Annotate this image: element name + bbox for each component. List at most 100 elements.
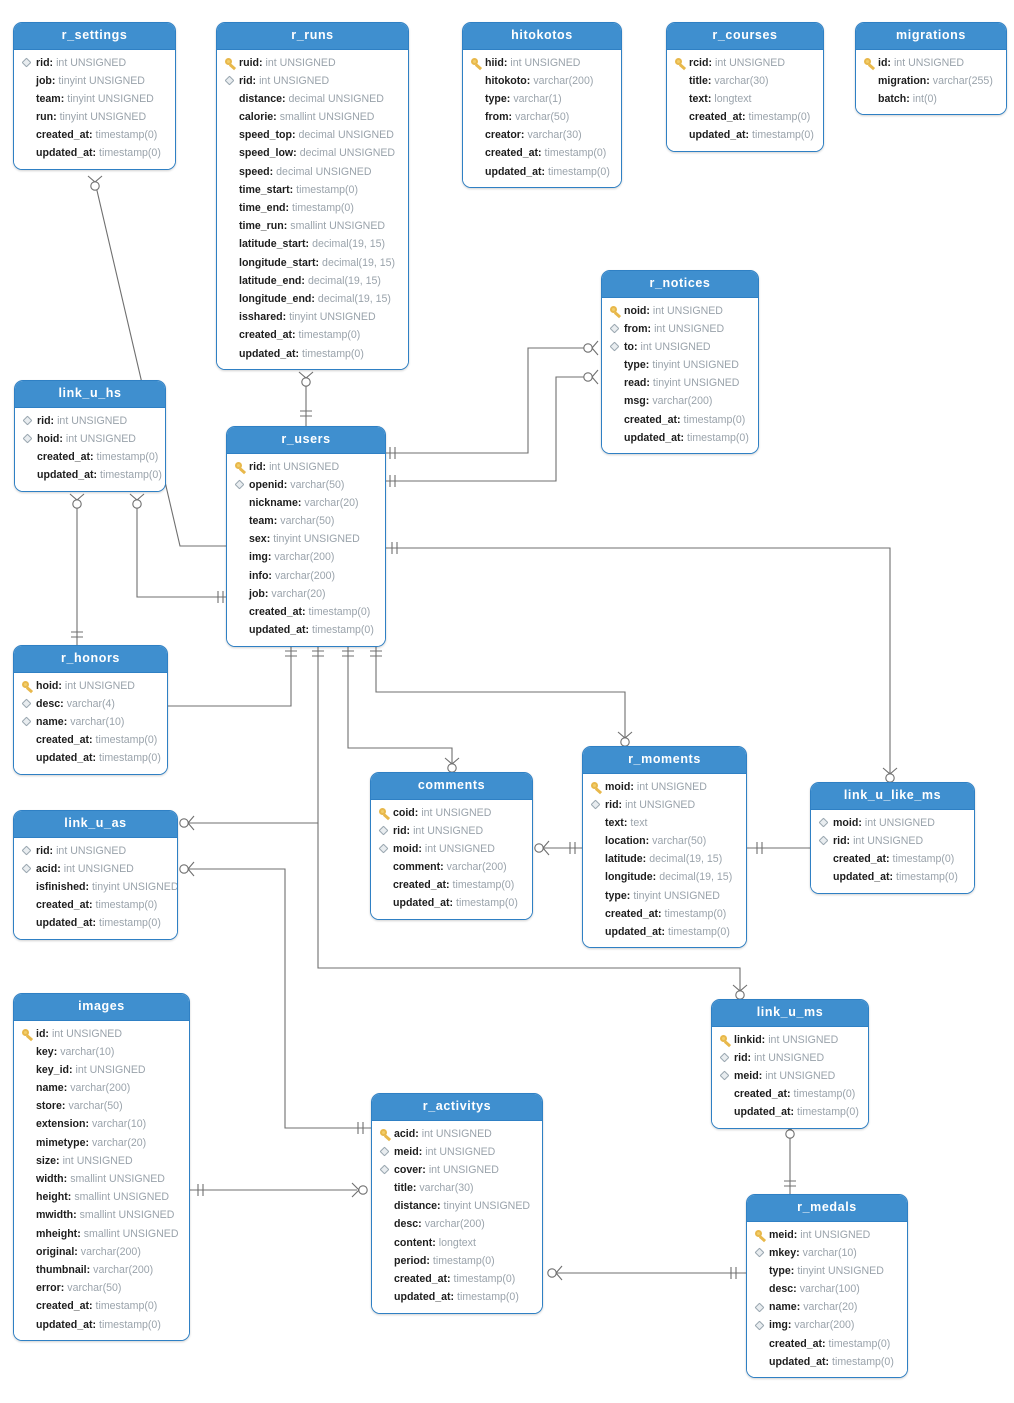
- column-row[interactable]: time_run:smallint UNSIGNED: [217, 217, 408, 235]
- column-row[interactable]: created_at:timestamp(0): [15, 448, 165, 466]
- column-row[interactable]: speed_low:decimal UNSIGNED: [217, 145, 408, 163]
- column-row[interactable]: updated_at:timestamp(0): [747, 1353, 907, 1371]
- column-row[interactable]: coid:int UNSIGNED: [371, 804, 532, 822]
- column-row[interactable]: store:varchar(50): [14, 1098, 189, 1116]
- column-row[interactable]: isfinished:tinyint UNSIGNED: [14, 878, 177, 896]
- column-row[interactable]: updated_at:timestamp(0): [14, 145, 175, 163]
- column-row[interactable]: longitude:decimal(19, 15): [583, 869, 746, 887]
- column-row[interactable]: time_start:timestamp(0): [217, 181, 408, 199]
- column-row[interactable]: meid:int UNSIGNED: [747, 1226, 907, 1244]
- column-row[interactable]: run:tinyint UNSIGNED: [14, 108, 175, 126]
- column-row[interactable]: created_at:timestamp(0): [602, 411, 758, 429]
- column-row[interactable]: created_at:timestamp(0): [14, 127, 175, 145]
- column-row[interactable]: created_at:timestamp(0): [583, 905, 746, 923]
- column-row[interactable]: created_at:timestamp(0): [217, 327, 408, 345]
- column-row[interactable]: acid:int UNSIGNED: [14, 860, 177, 878]
- column-row[interactable]: hoid:int UNSIGNED: [15, 430, 165, 448]
- column-row[interactable]: team:tinyint UNSIGNED: [14, 90, 175, 108]
- column-row[interactable]: meid:int UNSIGNED: [712, 1067, 868, 1085]
- column-row[interactable]: type:tinyint UNSIGNED: [602, 356, 758, 374]
- column-row[interactable]: updated_at:timestamp(0): [14, 1316, 189, 1334]
- column-row[interactable]: mimetype:varchar(20): [14, 1134, 189, 1152]
- column-row[interactable]: updated_at:timestamp(0): [371, 895, 532, 913]
- column-row[interactable]: info:varchar(200): [227, 567, 385, 585]
- column-row[interactable]: extension:varchar(10): [14, 1116, 189, 1134]
- column-row[interactable]: sex:tinyint UNSIGNED: [227, 531, 385, 549]
- column-row[interactable]: updated_at:timestamp(0): [14, 915, 177, 933]
- column-row[interactable]: key:varchar(10): [14, 1043, 189, 1061]
- column-row[interactable]: type:tinyint UNSIGNED: [583, 887, 746, 905]
- column-row[interactable]: text:longtext: [667, 90, 823, 108]
- column-row[interactable]: openid:varchar(50): [227, 476, 385, 494]
- column-row[interactable]: cover:int UNSIGNED: [372, 1161, 542, 1179]
- column-row[interactable]: longitude_start:decimal(19, 15): [217, 254, 408, 272]
- column-row[interactable]: updated_at:timestamp(0): [372, 1288, 542, 1306]
- column-row[interactable]: desc:varchar(4): [14, 695, 167, 713]
- column-row[interactable]: from:int UNSIGNED: [602, 320, 758, 338]
- column-row[interactable]: location:varchar(50): [583, 832, 746, 850]
- column-row[interactable]: title:varchar(30): [667, 72, 823, 90]
- column-row[interactable]: id:int UNSIGNED: [14, 1025, 189, 1043]
- column-row[interactable]: to:int UNSIGNED: [602, 338, 758, 356]
- column-row[interactable]: mkey:varchar(10): [747, 1244, 907, 1262]
- column-row[interactable]: latitude_start:decimal(19, 15): [217, 236, 408, 254]
- column-row[interactable]: time_end:timestamp(0): [217, 199, 408, 217]
- column-row[interactable]: created_at:timestamp(0): [371, 877, 532, 895]
- column-row[interactable]: updated_at:timestamp(0): [15, 466, 165, 484]
- column-row[interactable]: created_at:timestamp(0): [747, 1335, 907, 1353]
- column-row[interactable]: error:varchar(50): [14, 1279, 189, 1297]
- column-row[interactable]: meid:int UNSIGNED: [372, 1143, 542, 1161]
- column-row[interactable]: updated_at:timestamp(0): [667, 127, 823, 145]
- column-row[interactable]: title:varchar(30): [372, 1179, 542, 1197]
- column-row[interactable]: type:varchar(1): [463, 90, 621, 108]
- column-row[interactable]: distance:decimal UNSIGNED: [217, 90, 408, 108]
- column-row[interactable]: type:tinyint UNSIGNED: [747, 1262, 907, 1280]
- column-row[interactable]: noid:int UNSIGNED: [602, 302, 758, 320]
- column-row[interactable]: moid:int UNSIGNED: [583, 778, 746, 796]
- column-row[interactable]: updated_at:timestamp(0): [463, 163, 621, 181]
- column-row[interactable]: linkid:int UNSIGNED: [712, 1031, 868, 1049]
- column-row[interactable]: created_at:timestamp(0): [14, 896, 177, 914]
- column-row[interactable]: batch:int(0): [856, 90, 1006, 108]
- column-row[interactable]: height:smallint UNSIGNED: [14, 1188, 189, 1206]
- column-row[interactable]: rid:int UNSIGNED: [811, 832, 974, 850]
- column-row[interactable]: msg:varchar(200): [602, 393, 758, 411]
- column-row[interactable]: created_at:timestamp(0): [463, 145, 621, 163]
- column-row[interactable]: created_at:timestamp(0): [14, 1298, 189, 1316]
- column-row[interactable]: updated_at:timestamp(0): [227, 621, 385, 639]
- column-row[interactable]: team:varchar(50): [227, 512, 385, 530]
- column-row[interactable]: mwidth:smallint UNSIGNED: [14, 1207, 189, 1225]
- column-row[interactable]: created_at:timestamp(0): [811, 850, 974, 868]
- column-row[interactable]: hitokoto:varchar(200): [463, 72, 621, 90]
- column-row[interactable]: hoid:int UNSIGNED: [14, 677, 167, 695]
- column-row[interactable]: updated_at:timestamp(0): [217, 345, 408, 363]
- column-row[interactable]: speed:decimal UNSIGNED: [217, 163, 408, 181]
- column-row[interactable]: updated_at:timestamp(0): [583, 923, 746, 941]
- column-row[interactable]: created_at:timestamp(0): [14, 731, 167, 749]
- column-row[interactable]: img:varchar(200): [747, 1317, 907, 1335]
- column-row[interactable]: name:varchar(200): [14, 1079, 189, 1097]
- column-row[interactable]: nickname:varchar(20): [227, 494, 385, 512]
- column-row[interactable]: speed_top:decimal UNSIGNED: [217, 127, 408, 145]
- column-row[interactable]: distance:tinyint UNSIGNED: [372, 1198, 542, 1216]
- column-row[interactable]: creator:varchar(30): [463, 127, 621, 145]
- column-row[interactable]: img:varchar(200): [227, 549, 385, 567]
- column-row[interactable]: key_id:int UNSIGNED: [14, 1061, 189, 1079]
- column-row[interactable]: job:tinyint UNSIGNED: [14, 72, 175, 90]
- column-row[interactable]: desc:varchar(100): [747, 1280, 907, 1298]
